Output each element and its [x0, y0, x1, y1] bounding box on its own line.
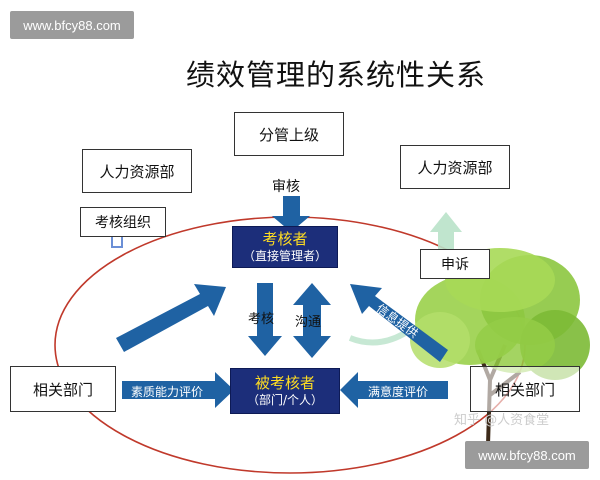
communicate-arrow [293, 283, 331, 358]
credit-text: 知乎 @人资食堂 [454, 413, 550, 428]
watermark-top: www.bfcy88.com [10, 11, 134, 39]
assessor-box: 考核者 （直接管理者） [232, 226, 338, 268]
watermark-bottom: www.bfcy88.com [465, 441, 589, 469]
review-arrow [272, 196, 310, 232]
info-right-arrow [350, 284, 448, 362]
appeal-box: 申诉 [420, 249, 490, 279]
assessor-title: 考核者 [262, 230, 308, 248]
assess-label: 考核 [248, 312, 275, 327]
assessor-subtitle: （直接管理者） [242, 249, 327, 263]
review-label: 审核 [272, 179, 300, 195]
diagram-title: 绩效管理的系统性关系 [186, 58, 487, 92]
quality-eval-label: 素质能力评价 [131, 385, 204, 399]
hr-right-box: 人力资源部 [400, 145, 510, 189]
assess-arrow [248, 283, 282, 356]
satisfaction-eval-arrow [340, 372, 448, 408]
assessee-subtitle: （部门/个人） [246, 393, 324, 407]
related-right-box: 相关部门 [470, 366, 580, 412]
quality-eval-arrow [122, 372, 234, 408]
satisfaction-eval-label: 满意度评价 [368, 385, 429, 399]
communicate-label: 沟通 [295, 315, 322, 330]
assessee-box: 被考核者 （部门/个人） [230, 368, 340, 414]
info-left-arrow [116, 284, 226, 352]
hr-left-box: 人力资源部 [82, 149, 192, 193]
supervisor-box: 分管上级 [234, 112, 344, 156]
tree-illustration [410, 248, 590, 446]
assess-org-box: 考核组织 [80, 207, 166, 237]
assessee-title: 被考核者 [254, 374, 315, 392]
related-left-box: 相关部门 [10, 366, 116, 412]
